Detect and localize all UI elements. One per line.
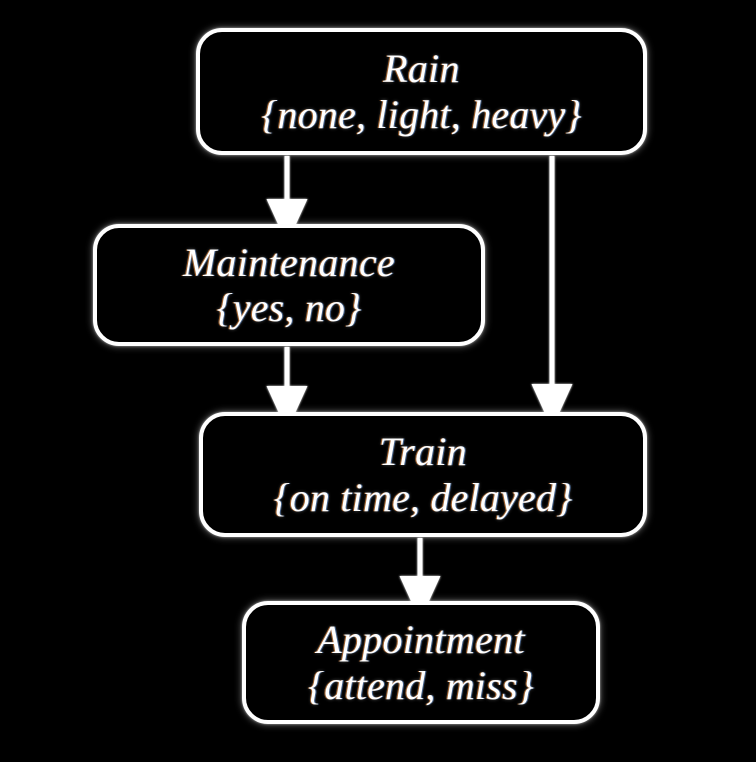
node-train-label: Train xyxy=(378,429,468,475)
node-rain-label: Rain xyxy=(383,46,460,92)
node-rain[interactable]: Rain {none, light, heavy} xyxy=(196,28,647,155)
node-appointment[interactable]: Appointment {attend, miss} xyxy=(242,601,600,724)
node-rain-states: {none, light, heavy} xyxy=(261,91,582,137)
node-maintenance-states: {yes, no} xyxy=(216,285,362,330)
node-train[interactable]: Train {on time, delayed} xyxy=(199,412,647,537)
node-train-states: {on time, delayed} xyxy=(273,474,573,520)
node-appointment-label: Appointment xyxy=(317,617,525,663)
node-maintenance[interactable]: Maintenance {yes, no} xyxy=(93,224,485,346)
node-appointment-states: {attend, miss} xyxy=(308,662,534,708)
node-maintenance-label: Maintenance xyxy=(182,239,396,285)
